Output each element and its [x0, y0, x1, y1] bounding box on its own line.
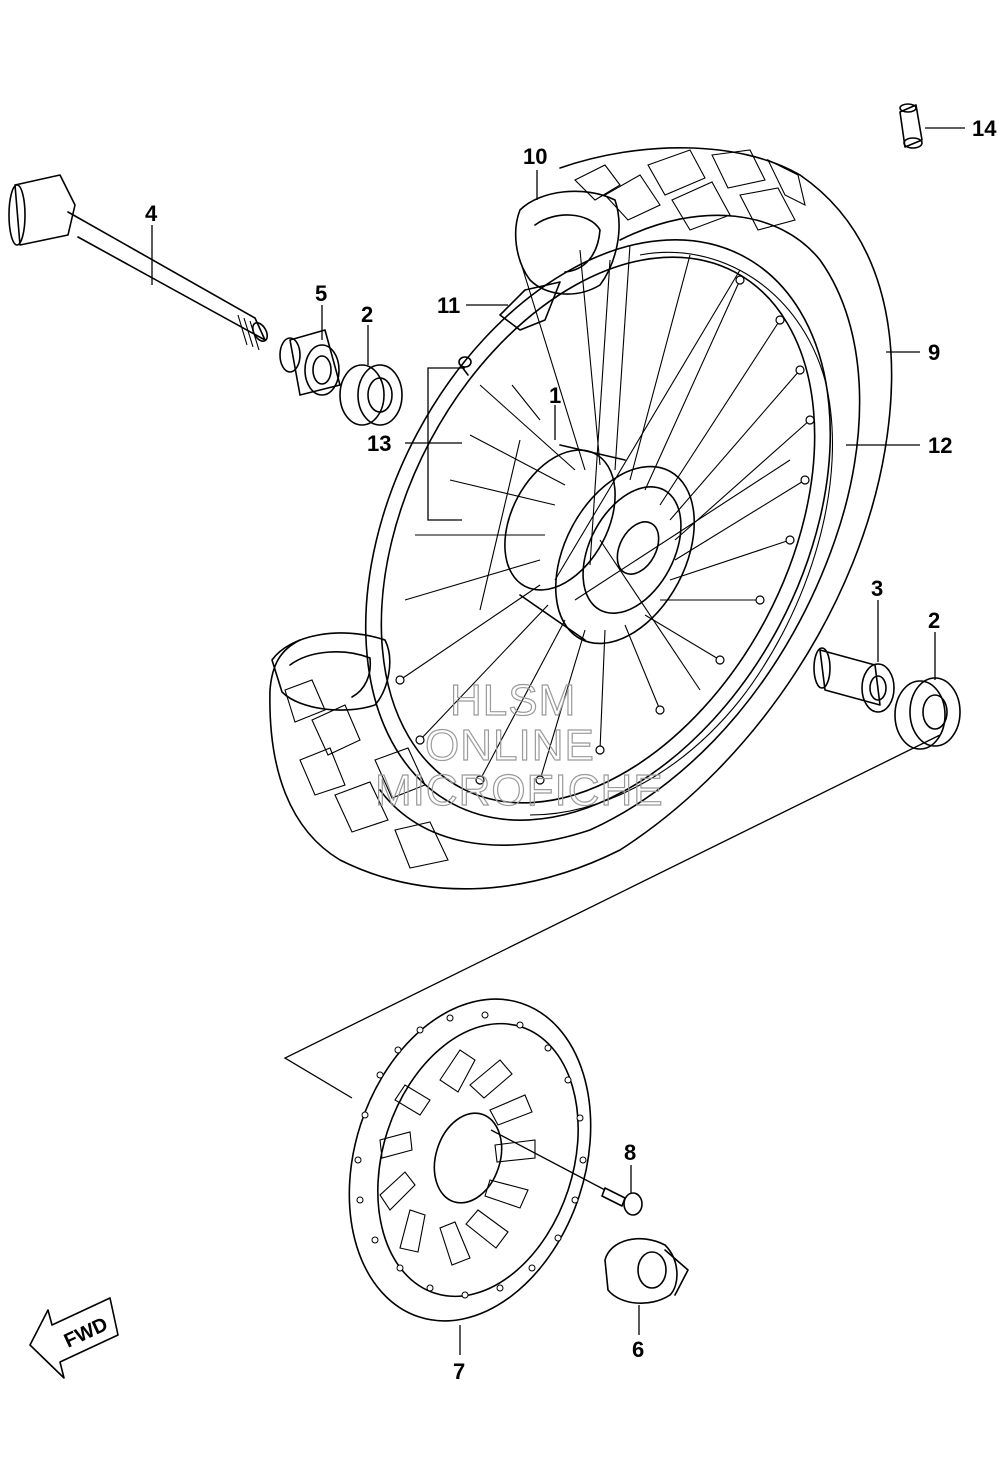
watermark-line-1: HLSM [450, 676, 576, 725]
axle [8, 174, 269, 351]
spokes [399, 244, 811, 781]
callout-12: 12 [928, 433, 952, 458]
callout-1: 1 [549, 383, 561, 408]
watermark-line-2: ONLINE [425, 721, 595, 770]
hub-cap [604, 1237, 689, 1305]
callout-14: 14 [972, 116, 997, 141]
callout-2-right: 2 [928, 608, 940, 633]
rim-tape [529, 251, 834, 816]
callout-9: 9 [928, 340, 940, 365]
callout-10: 10 [523, 144, 547, 169]
collar [279, 329, 341, 396]
callouts: 1 2 2 3 4 5 6 7 8 9 10 11 12 13 14 [145, 116, 997, 1384]
watermark: HLSM ONLINE MICROFICHE [374, 675, 664, 815]
rim-band [499, 281, 561, 331]
callout-5: 5 [315, 281, 327, 306]
inner-tube [514, 190, 620, 295]
bearing-left [339, 364, 403, 426]
callout-13: 13 [367, 431, 391, 456]
callout-6: 6 [632, 1337, 644, 1362]
valve-cap [899, 103, 923, 149]
rim-outer [364, 239, 832, 821]
hub [504, 444, 696, 645]
watermark-line-3: MICROFICHE [375, 766, 664, 815]
tread-top [574, 149, 806, 231]
rim-inner [380, 256, 816, 804]
callout-11: 11 [437, 293, 460, 318]
fwd-direction-arrow [29, 1297, 119, 1379]
callout-8: 8 [624, 1140, 636, 1165]
disc-bolt [601, 1187, 643, 1216]
wheel-assembly [269, 147, 893, 890]
spacer-right [813, 647, 895, 713]
leader-lines [151, 127, 965, 1355]
callout-2-left: 2 [361, 302, 373, 327]
callout-3: 3 [871, 576, 883, 601]
callout-4: 4 [145, 201, 158, 226]
brake-disc [348, 998, 592, 1322]
explode-frame [283, 734, 941, 1099]
tire [269, 147, 893, 890]
bearing-right [894, 677, 961, 750]
spoke-nipples [395, 275, 815, 785]
callout-7: 7 [453, 1359, 465, 1384]
